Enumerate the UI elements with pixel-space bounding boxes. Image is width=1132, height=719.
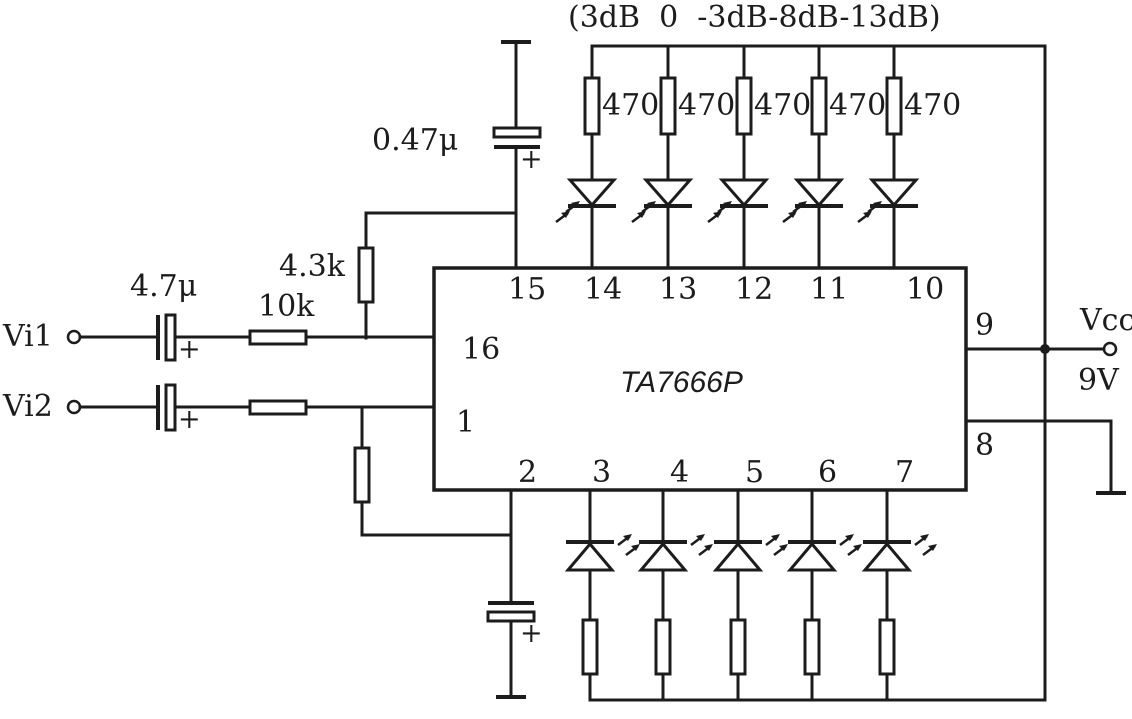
- pin-10: 10: [906, 272, 944, 307]
- input-res-2: [248, 399, 308, 416]
- vcc-voltage: 9V: [1078, 363, 1120, 398]
- fb-top-wire: [364, 211, 518, 250]
- pin-5: 5: [745, 455, 764, 490]
- input-cap-label: 4.7μ: [130, 269, 197, 304]
- pin-1: 1: [456, 405, 475, 440]
- cap-plus-sign: +: [520, 618, 543, 649]
- top-cap-label: 0.47μ: [372, 123, 458, 158]
- pin-14: 14: [584, 272, 622, 307]
- cap-plus-sign: +: [178, 404, 201, 435]
- ic-body: [432, 266, 968, 492]
- level-legend: (3dB 0 -3dB-8dB-13dB): [568, 0, 941, 35]
- vi1-terminal[interactable]: [66, 329, 82, 345]
- pin-15: 15: [508, 272, 546, 307]
- pin-4: 4: [670, 455, 689, 490]
- bottom-led-4: [637, 488, 715, 702]
- pin-11: 11: [810, 272, 848, 307]
- led-resistor-column-13: 470: [659, 44, 735, 182]
- led-res-label: 470: [829, 88, 886, 123]
- led-resistor-column-12: 470: [735, 44, 811, 182]
- pin-12: 12: [735, 272, 773, 307]
- bottom-led-7: [861, 488, 939, 702]
- ic-label: TA7666P: [620, 366, 743, 399]
- top-led-11: [781, 178, 845, 270]
- vi2-terminal[interactable]: [66, 399, 82, 415]
- vcc-junction: [1040, 344, 1050, 354]
- led-resistor-column-10: 470: [885, 44, 961, 182]
- bottom-led-6: [786, 488, 864, 702]
- vcc-label: Vcc: [1079, 303, 1132, 338]
- top-led-14: [554, 178, 618, 270]
- fb2-resistor: [353, 446, 371, 504]
- fb-res-label: 4.3k: [279, 249, 346, 284]
- top-led-12: [706, 178, 770, 270]
- led-res-label: 470: [904, 88, 961, 123]
- vcc-terminal[interactable]: [1102, 341, 1118, 357]
- led-resistor-column-14: 470: [583, 44, 659, 182]
- bottom-capacitor: +: [486, 601, 543, 649]
- input-res-1: [248, 329, 308, 346]
- pin-13: 13: [659, 272, 697, 307]
- bottom-led-5: [712, 488, 790, 702]
- pin-2: 2: [518, 455, 537, 490]
- led-res-label: 470: [602, 88, 659, 123]
- led-resistor-column-11: 470: [810, 44, 886, 182]
- fb2-bottom-wire: [360, 500, 513, 537]
- top-ground-symbol: [501, 40, 531, 130]
- pin-3: 3: [592, 455, 611, 490]
- pin-7: 7: [895, 455, 914, 490]
- top-led-10: [856, 178, 920, 270]
- input-cap-2: +: [156, 383, 201, 435]
- led-res-label: 470: [754, 88, 811, 123]
- vi2-label: Vi2: [2, 389, 53, 424]
- input-res-label: 10k: [258, 289, 315, 324]
- input-cap-1: +: [156, 313, 201, 365]
- pin-16: 16: [462, 332, 500, 367]
- vi1-label: Vi1: [2, 319, 53, 354]
- pin8-wire: [964, 419, 1113, 494]
- pin-8: 8: [975, 428, 994, 463]
- pin-6: 6: [818, 455, 837, 490]
- bottom-ground-symbol: [496, 619, 526, 699]
- top-capacitor: +: [492, 126, 543, 270]
- led-res-label: 470: [678, 88, 735, 123]
- fb-resistor: [357, 246, 375, 304]
- pin-9: 9: [975, 308, 994, 343]
- cap-plus-sign: +: [520, 144, 543, 175]
- top-led-13: [630, 178, 694, 270]
- cap-plus-sign: +: [178, 334, 201, 365]
- bottom-led-3: [564, 488, 642, 702]
